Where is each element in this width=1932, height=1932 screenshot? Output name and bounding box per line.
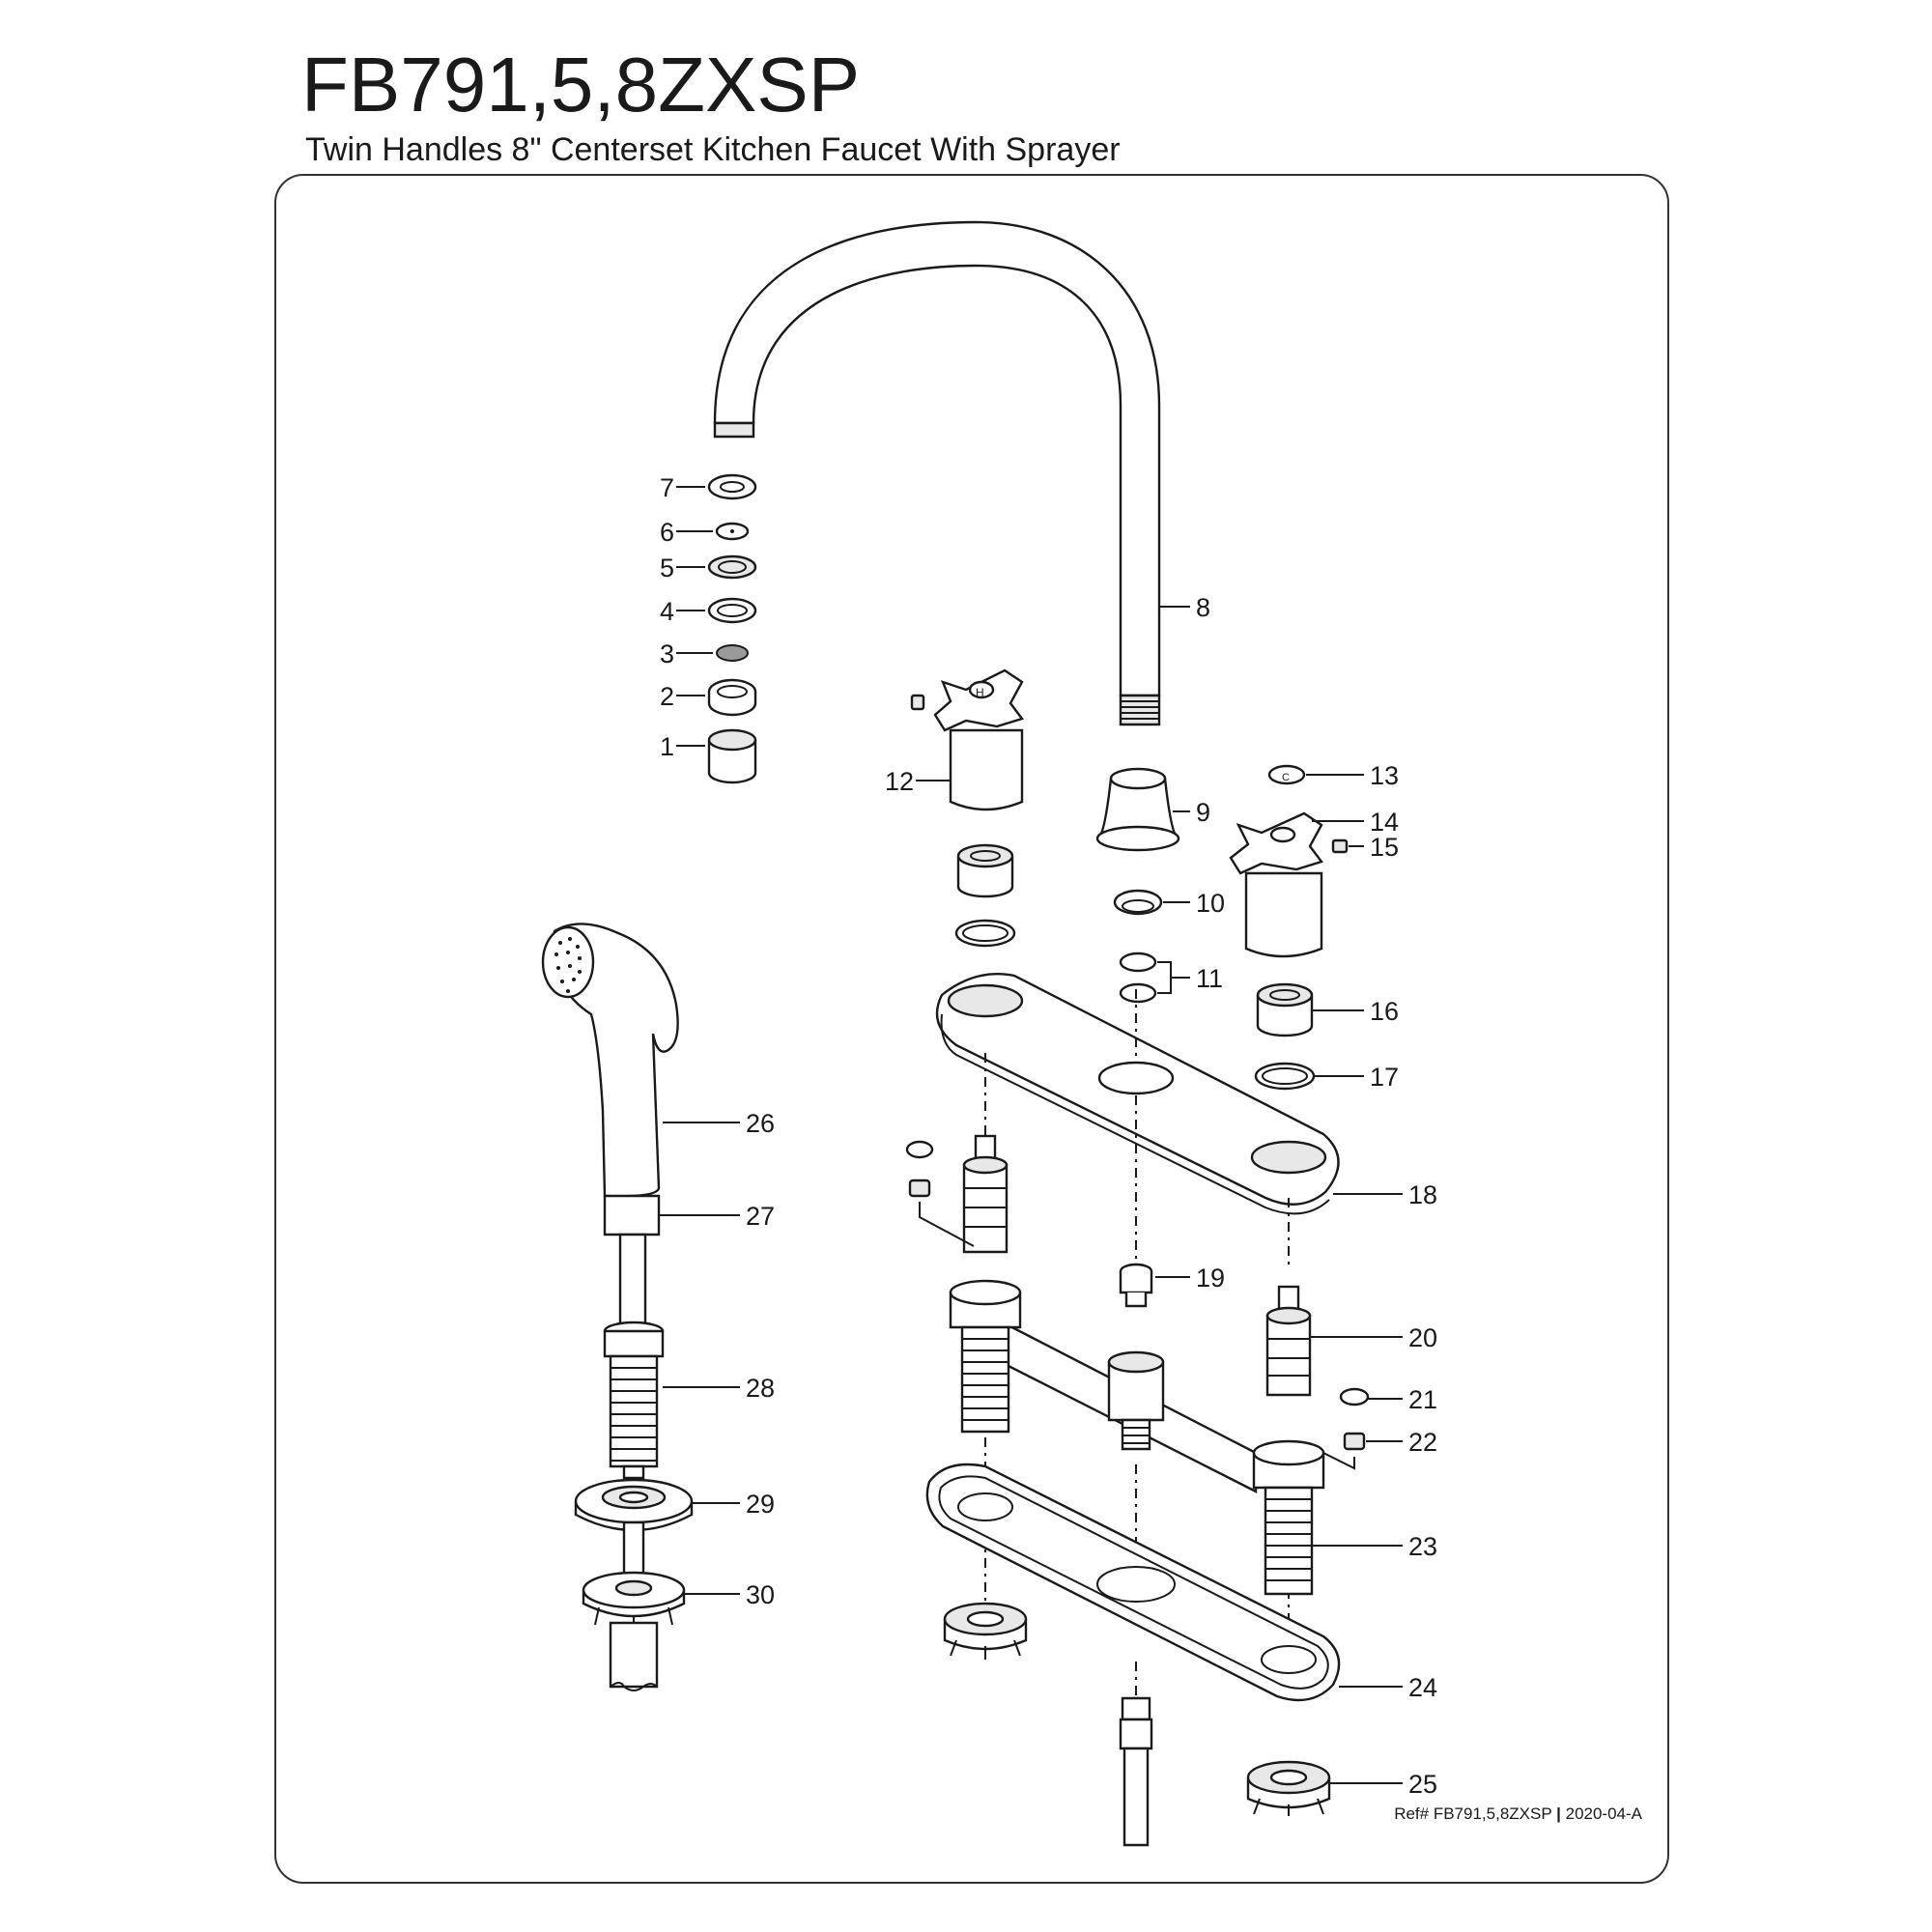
- left-cartridge: [905, 1134, 1009, 1254]
- part-number-12: 12: [885, 767, 914, 796]
- part-23-valve-body: 23: [949, 1279, 1437, 1596]
- part-24-gasket: 24: [925, 1463, 1437, 1702]
- reference-separator: |: [1556, 1804, 1561, 1823]
- left-bonnet-nut: [954, 843, 1016, 948]
- part-16-17-right-nut: 16 17: [1254, 982, 1399, 1092]
- part-number-4: 4: [660, 597, 674, 626]
- part-number-6: 6: [660, 518, 674, 547]
- part-12-hot-handle: H 12: [885, 668, 1024, 811]
- part-number-15: 15: [1370, 833, 1399, 862]
- part-25-right-nut: 25: [1246, 1760, 1437, 1816]
- part-number-28: 28: [746, 1374, 775, 1403]
- part-number-17: 17: [1370, 1063, 1399, 1092]
- part-number-26: 26: [746, 1109, 775, 1138]
- part-19-adapter: 19: [1119, 1263, 1225, 1308]
- part-8-spout: 8: [713, 220, 1210, 726]
- diagram-frame: [274, 174, 1669, 1884]
- part-number-18: 18: [1408, 1180, 1437, 1209]
- part-20-22-right-cartridge: 20 21 22: [1265, 1285, 1437, 1470]
- part-number-5: 5: [660, 554, 674, 582]
- part-number-9: 9: [1196, 798, 1210, 827]
- reference-line: Ref# FB791,5,8ZXSP | 2020-04-A: [1394, 1804, 1642, 1824]
- part-number-20: 20: [1408, 1323, 1437, 1352]
- cold-mark: C: [1282, 772, 1290, 783]
- part-number-16: 16: [1370, 997, 1399, 1026]
- part-number-22: 22: [1408, 1428, 1437, 1457]
- left-mounting-nut: [943, 1602, 1028, 1660]
- part-number-13: 13: [1370, 761, 1399, 790]
- part-number-7: 7: [660, 473, 674, 502]
- part-26-30-sprayer: 26 27 28 29 30: [541, 923, 775, 1691]
- part-number-8: 8: [1196, 593, 1210, 622]
- center-supply-hose: [1119, 1696, 1153, 1847]
- part-number-29: 29: [746, 1490, 775, 1519]
- model-title: FB791,5,8ZXSP: [301, 42, 861, 128]
- revision-code: 2020-04-A: [1565, 1804, 1642, 1823]
- part-10-11-rings: 10 11: [1113, 889, 1225, 1004]
- hot-mark: H: [976, 686, 984, 699]
- model-subtitle: Twin Handles 8" Centerset Kitchen Faucet…: [305, 131, 1121, 168]
- part-number-14: 14: [1370, 808, 1399, 837]
- part-number-11: 11: [1196, 964, 1223, 993]
- part-number-2: 2: [660, 682, 674, 711]
- part-number-27: 27: [746, 1202, 775, 1231]
- part-number-1: 1: [660, 732, 674, 761]
- part-number-23: 23: [1408, 1532, 1437, 1561]
- part-number-24: 24: [1408, 1673, 1437, 1702]
- part-number-30: 30: [746, 1580, 775, 1609]
- part-9-spout-cap: 9: [1095, 767, 1210, 852]
- aerator-stack: 7 6 5 4 3 2 1: [660, 473, 757, 784]
- part-number-10: 10: [1196, 889, 1225, 918]
- part-number-3: 3: [660, 639, 674, 668]
- part-number-25: 25: [1408, 1770, 1437, 1799]
- part-18-deck-plate: 18: [935, 973, 1437, 1215]
- part-13-14-15-cold-handle: C 13 14 15: [1229, 761, 1399, 958]
- part-number-21: 21: [1408, 1385, 1437, 1414]
- reference-number: Ref# FB791,5,8ZXSP: [1394, 1804, 1552, 1823]
- part-number-19: 19: [1196, 1264, 1225, 1293]
